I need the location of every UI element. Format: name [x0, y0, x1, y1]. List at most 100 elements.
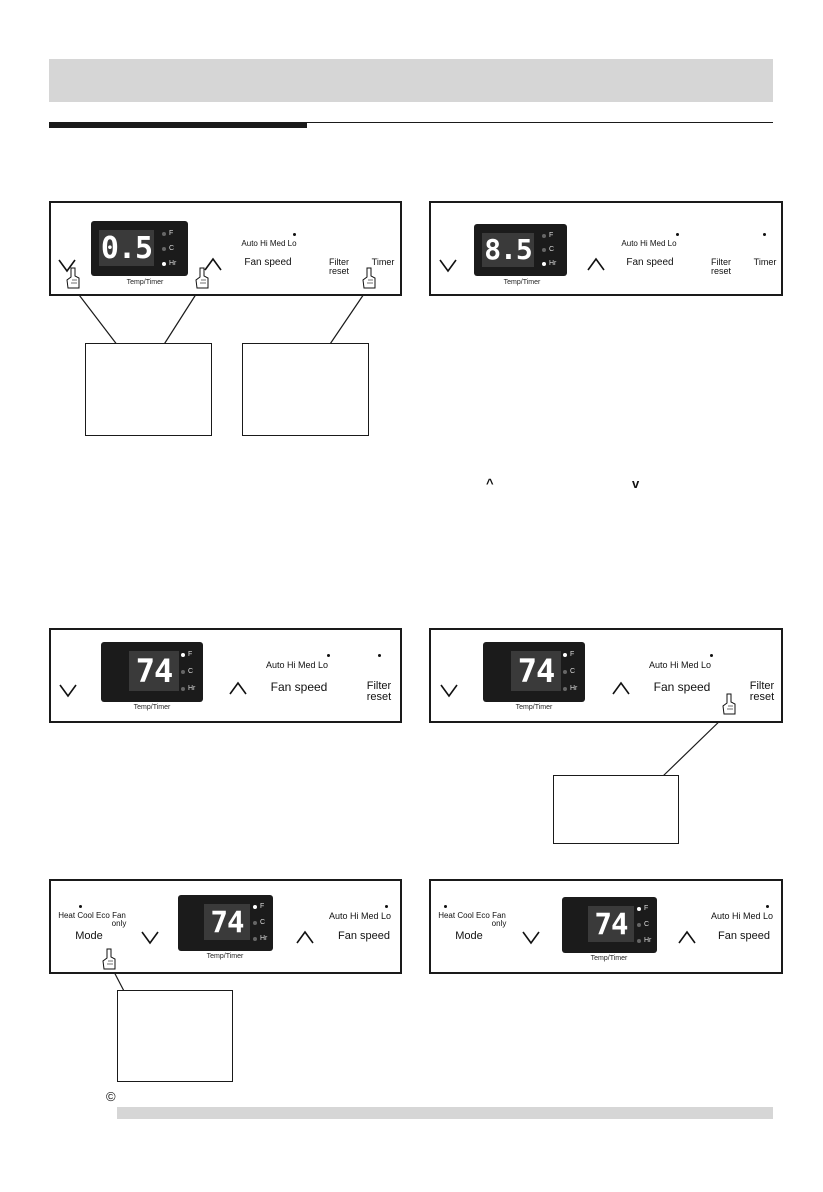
indicator-f: F [563, 651, 574, 658]
indicator-hr: Hr [253, 935, 267, 942]
fan-speed-button[interactable]: Fan speed [270, 680, 328, 694]
mode-led [444, 905, 447, 908]
mode-led [79, 905, 82, 908]
filter-reset-led [378, 654, 381, 657]
display-readout: 74 [210, 905, 245, 939]
fan-speed-options: Auto Hi Med Lo [621, 239, 677, 248]
indicator-c: C [253, 919, 265, 926]
section-rule-thick [49, 122, 307, 128]
indicator-f: F [542, 232, 553, 239]
indicator-c: C [542, 246, 554, 253]
mode-button[interactable]: Mode [455, 930, 483, 942]
header-bar [49, 59, 773, 102]
timer-button[interactable]: Timer [753, 257, 777, 267]
indicator-hr: Hr [162, 260, 176, 267]
footer-bar [117, 1107, 773, 1119]
temp-up-button[interactable] [587, 257, 605, 271]
control-panel-4: 74 F C Hr Temp/Timer Auto Hi Med Lo Fan … [429, 628, 783, 723]
callout-box [117, 990, 233, 1082]
fan-speed-button[interactable]: Fan speed [338, 930, 390, 942]
indicator-hr: Hr [637, 937, 651, 944]
mode-options: Heat Cool Eco [58, 911, 110, 920]
control-panel-3: 74 F C Hr Temp/Timer Auto Hi Med Lo Fan … [49, 628, 402, 723]
indicator-c: C [181, 668, 193, 675]
control-panel-2: 8.5 F C Hr Temp/Timer Auto Hi Med Lo Fan… [429, 201, 783, 296]
temp-up-button[interactable] [612, 681, 630, 695]
hand-pointer-icon [362, 267, 376, 289]
indicator-f: F [181, 651, 192, 658]
temp-down-button[interactable] [440, 684, 458, 698]
fan-speed-button[interactable]: Fan speed [718, 930, 770, 942]
up-arrow-symbol: ^ [486, 476, 494, 491]
display-label: Temp/Timer [133, 704, 171, 711]
lcd-display: 74 F C Hr [178, 895, 273, 951]
display-readout: 8.5 [484, 233, 533, 266]
down-arrow-symbol: v [632, 476, 640, 491]
control-panel-1: 0.5 F C Hr Temp/Timer Auto Hi Med Lo Fan… [49, 201, 402, 296]
hand-pointer-icon [195, 267, 209, 289]
fan-speed-led [293, 233, 296, 236]
display-label: Temp/Timer [515, 704, 553, 711]
hand-pointer-icon [102, 948, 116, 970]
section-rule-thin [307, 122, 773, 123]
fan-speed-options: Auto Hi Med Lo [648, 660, 712, 670]
lcd-display: 8.5 F C Hr [474, 224, 567, 276]
display-label: Temp/Timer [590, 955, 628, 962]
temp-up-button[interactable] [296, 930, 314, 944]
indicator-f: F [637, 905, 648, 912]
indicator-f: F [253, 903, 264, 910]
temp-up-button[interactable] [678, 930, 696, 944]
display-readout: 74 [517, 652, 556, 690]
display-label: Temp/Timer [206, 953, 244, 960]
lcd-display: 74 F C Hr [483, 642, 585, 702]
fan-speed-button[interactable]: Fan speed [244, 257, 292, 268]
display-label: Temp/Timer [126, 279, 164, 286]
lcd-display: 74 F C Hr [562, 897, 657, 953]
fan-speed-led [766, 905, 769, 908]
indicator-f: F [162, 230, 173, 237]
fan-speed-led [385, 905, 388, 908]
mode-button[interactable]: Mode [75, 930, 103, 942]
lcd-display: 74 F C Hr [101, 642, 203, 702]
fan-speed-options: Auto Hi Med Lo [241, 239, 297, 248]
display-readout: 74 [594, 907, 629, 941]
fan-speed-button[interactable]: Fan speed [626, 257, 674, 268]
temp-up-button[interactable] [204, 257, 222, 271]
mode-options: Heat Cool Eco [438, 911, 490, 920]
indicator-c: C [162, 245, 174, 252]
temp-down-button[interactable] [141, 931, 159, 945]
fan-speed-options: Auto Hi Med Lo [265, 660, 329, 670]
copyright-symbol: © [106, 1089, 116, 1104]
fan-speed-button[interactable]: Fan speed [653, 680, 711, 694]
temp-down-button[interactable] [439, 259, 457, 273]
display-label: Temp/Timer [503, 279, 541, 286]
callout-box [553, 775, 679, 844]
indicator-hr: Hr [563, 685, 577, 692]
timer-led [763, 233, 766, 236]
timer-button[interactable]: Timer [371, 257, 395, 267]
temp-down-button[interactable] [522, 931, 540, 945]
indicator-c: C [563, 668, 575, 675]
fan-speed-options: Auto Hi Med Lo [710, 911, 774, 921]
temp-down-button[interactable] [58, 259, 76, 273]
callout-box [242, 343, 369, 436]
lcd-display: 0.5 F C Hr [91, 221, 188, 276]
temp-down-button[interactable] [59, 684, 77, 698]
temp-up-button[interactable] [229, 681, 247, 695]
fan-speed-led [710, 654, 713, 657]
indicator-hr: Hr [542, 260, 556, 267]
display-readout: 0.5 [100, 231, 153, 266]
hand-pointer-icon [722, 693, 736, 715]
fan-speed-options: Auto Hi Med Lo [328, 911, 392, 921]
indicator-hr: Hr [181, 685, 195, 692]
fan-speed-led [676, 233, 679, 236]
